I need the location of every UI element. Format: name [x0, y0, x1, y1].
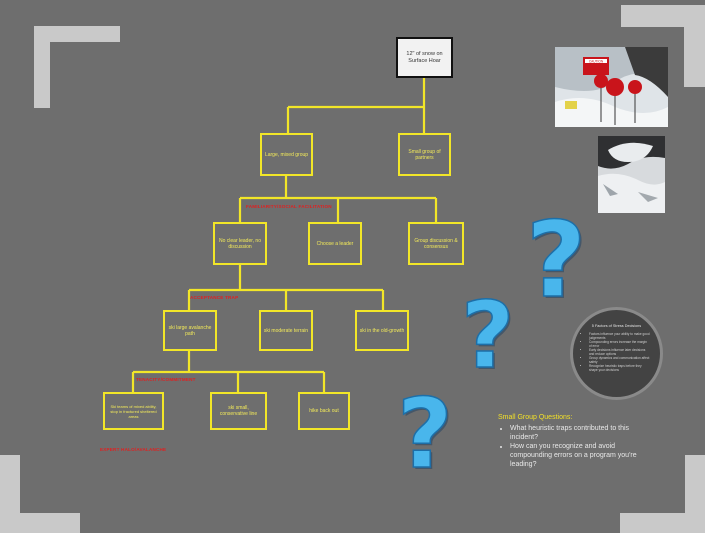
frame-bottom-left: [0, 513, 80, 533]
trap-label-familiarity: FAMILIARITY/SOCIAL FACILITATION: [246, 204, 332, 209]
factors-item: Factors influence your ability to make g…: [589, 332, 650, 340]
factors-list: Factors influence your ability to make g…: [583, 332, 650, 372]
discussion-list: What heuristic traps contributed to this…: [498, 424, 638, 469]
node-large-mixed-group[interactable]: Large, mixed group: [260, 133, 313, 176]
avalanche-sign-photo: CAUTION: [555, 47, 668, 127]
root-node[interactable]: 12" of snow on Surface Hoar: [396, 37, 453, 78]
factors-item: Recognize heuristic traps before they sh…: [589, 364, 650, 372]
node-group-discussion[interactable]: Group discussion & consensus: [408, 222, 464, 265]
node-large-avalanche-path[interactable]: ski large avalanche path: [163, 310, 217, 351]
factors-item: Group dynamics and communication affect …: [589, 356, 650, 364]
node-conservative-line[interactable]: ski small, conservative line: [210, 392, 267, 430]
node-moderate-terrain[interactable]: ski moderate terrain: [259, 310, 313, 351]
node-mixed-ability[interactable]: Ski teams of mixed ability, stop in frac…: [103, 392, 164, 430]
trap-label-expert-halo: EXPERT HALO/AVALANCHE: [100, 447, 167, 452]
trap-label-acceptance: ACCEPTANCE TRAP: [190, 295, 239, 300]
question-mark-icon-2: ?: [460, 282, 515, 389]
frame-bottom-right: [620, 513, 705, 533]
frame-top-left-side: [34, 26, 50, 108]
discussion-heading: Small Group Questions:: [498, 414, 573, 421]
factors-item: Compounding errors increase the margin o…: [589, 340, 650, 348]
node-no-leader[interactable]: No clear leader, no discussion: [213, 222, 267, 265]
discussion-item: How can you recognize and avoid compound…: [510, 442, 638, 469]
factors-item: Early decisions influence later decision…: [589, 348, 650, 356]
frame-top-right-side: [684, 5, 705, 87]
sign-caution-text: CAUTION: [589, 60, 604, 64]
question-mark-icon-3: ?: [396, 378, 453, 490]
question-mark-icon-1: ?: [525, 199, 587, 321]
frame-bottom-right-side: [685, 455, 705, 533]
node-small-group[interactable]: Small group of partners: [398, 133, 451, 176]
snow-slope-photo: [598, 136, 665, 213]
discussion-questions: Small Group Questions: What heuristic tr…: [498, 413, 638, 469]
frame-top-left: [34, 26, 120, 42]
factors-circle-title: 5 Factors of Stress Decisions: [591, 324, 642, 328]
frame-bottom-left-side: [0, 455, 20, 533]
factors-circle[interactable]: 5 Factors of Stress Decisions Factors in…: [570, 307, 663, 400]
node-choose-leader[interactable]: Choose a leader: [308, 222, 362, 265]
discussion-item: What heuristic traps contributed to this…: [510, 424, 638, 442]
node-hike-out[interactable]: hike back out: [298, 392, 350, 430]
node-old-growth[interactable]: ski in the old-growth: [355, 310, 409, 351]
trap-label-tenacity: TENACITY/COMMITMENT: [136, 377, 196, 382]
